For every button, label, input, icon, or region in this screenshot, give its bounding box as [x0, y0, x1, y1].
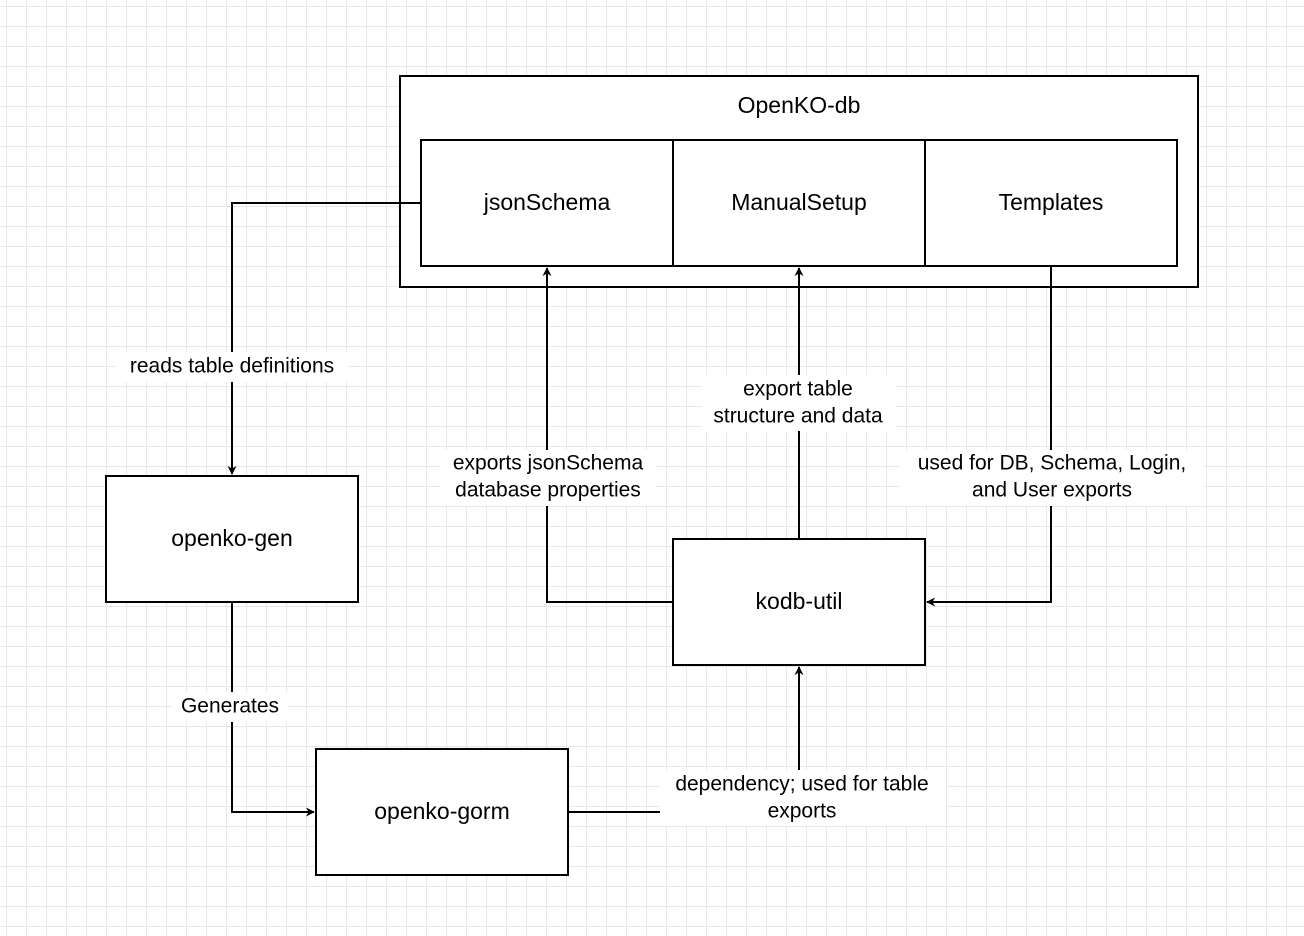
openko-gen-label: openko-gen [171, 525, 293, 551]
json-schema-cell[interactable]: jsonSchema [420, 139, 674, 267]
reads-label-bg [116, 352, 348, 382]
used-for-label-bg [900, 450, 1204, 506]
reads-table-definitions-edge[interactable] [227, 202, 421, 475]
used-for-exports-label-line2: and User exports [972, 479, 1132, 502]
exports-json-schema-edge[interactable] [542, 267, 673, 603]
openko-db-title: OpenKO-db [738, 92, 861, 118]
dependency-label-line1: dependency; used for table [675, 773, 928, 796]
export-table-structure-label-line1: export table [743, 378, 853, 401]
export-table-structure-label-line2: structure and data [713, 405, 883, 428]
manual-setup-label: ManualSetup [731, 189, 867, 215]
kodb-util-label: kodb-util [756, 588, 843, 614]
exports-json-label-bg [440, 450, 656, 506]
templates-cell[interactable]: Templates [924, 139, 1178, 267]
dependency-label-line2: exports [768, 800, 837, 823]
generates-label-bg [172, 692, 288, 722]
openko-gen-node[interactable]: openko-gen [105, 475, 359, 603]
templates-label: Templates [999, 189, 1104, 215]
openko-gorm-node[interactable]: openko-gorm [315, 748, 569, 876]
kodb-util-node[interactable]: kodb-util [672, 538, 926, 666]
used-for-exports-label-line1: used for DB, Schema, Login, [918, 452, 1186, 475]
exports-json-schema-label-line2: database properties [455, 479, 641, 502]
generates-label: Generates [181, 695, 279, 718]
openko-gorm-label: openko-gorm [374, 798, 510, 824]
used-for-exports-edge[interactable] [926, 266, 1052, 607]
reads-table-definitions-label: reads table definitions [130, 355, 334, 378]
export-table-label-bg [702, 375, 896, 431]
generates-edge[interactable] [231, 602, 315, 817]
dependency-label-bg [660, 770, 946, 826]
manual-setup-cell[interactable]: ManualSetup [672, 139, 926, 267]
json-schema-label: jsonSchema [483, 189, 611, 215]
exports-json-schema-label-line1: exports jsonSchema [453, 452, 644, 475]
